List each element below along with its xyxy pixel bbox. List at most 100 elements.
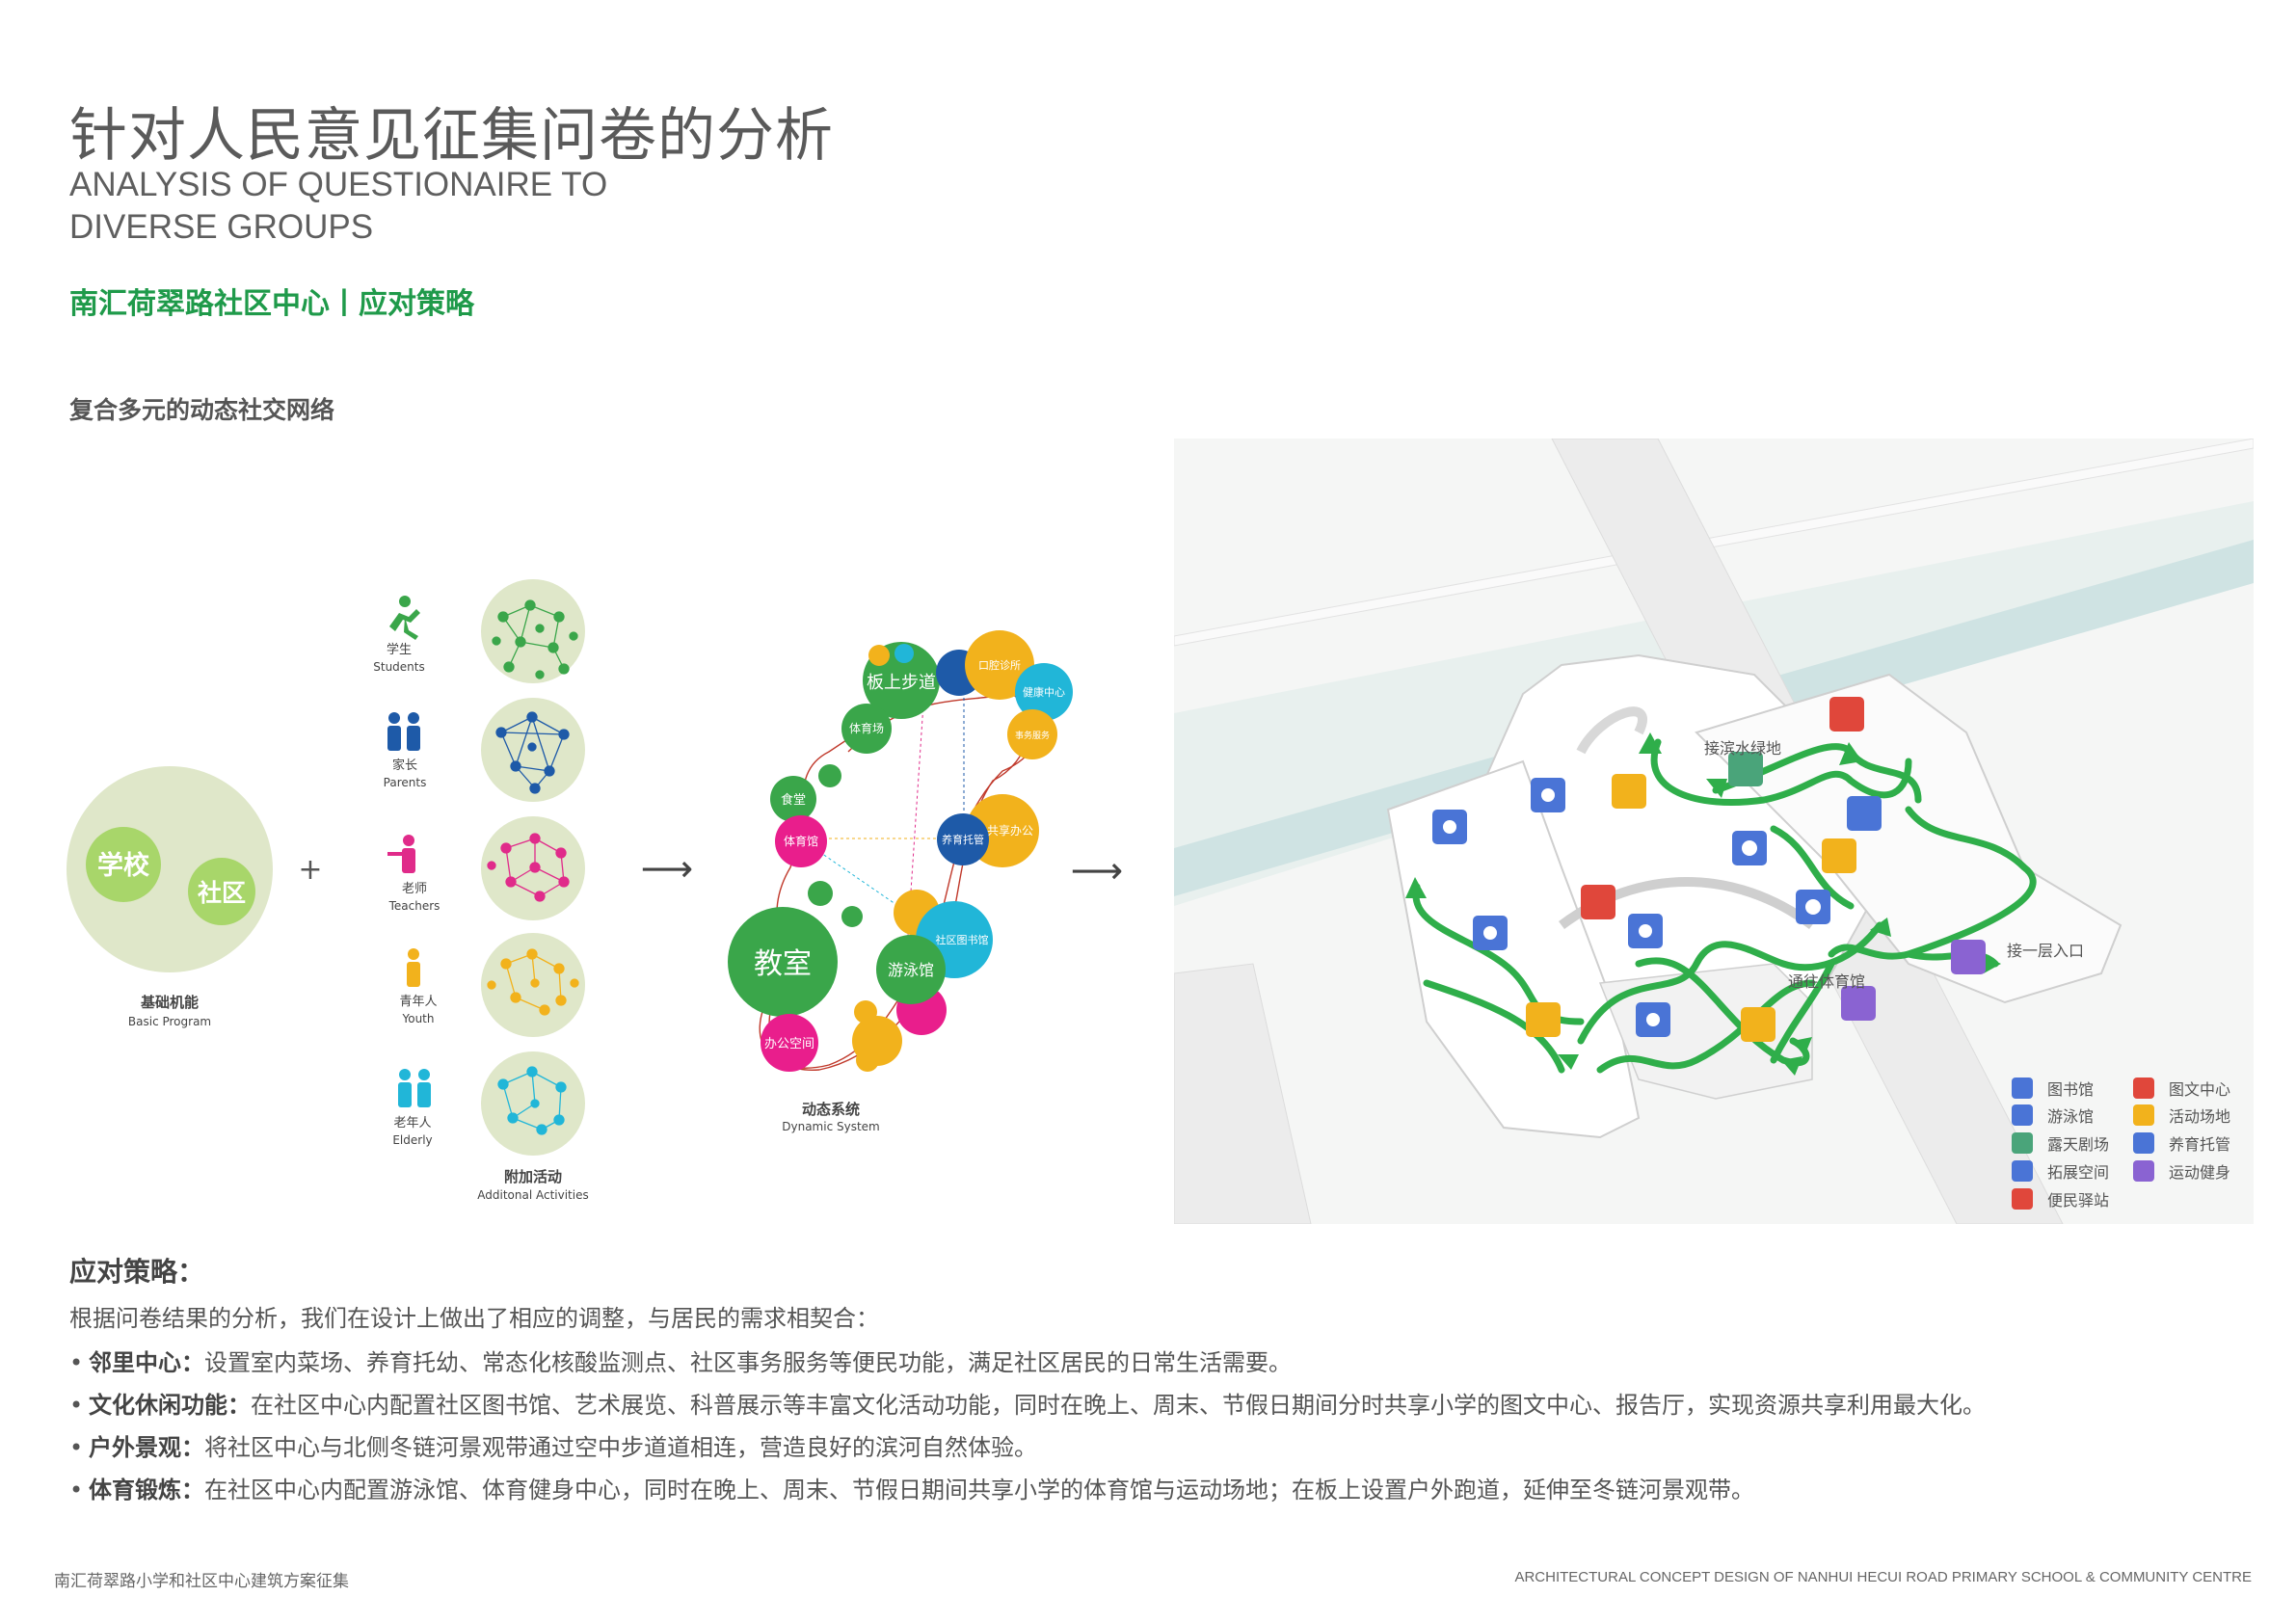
group-teachers: 老师 Teachers: [387, 816, 585, 920]
group-label-cn: 青年人: [399, 995, 437, 1009]
list-item: •体育锻炼：在社区中心内配置游泳馆、体育健身中心，同时在晚上、周末、节假日期间共…: [69, 1477, 1754, 1503]
network-graph: [495, 711, 570, 794]
group-label-en: Youth: [402, 1012, 435, 1025]
additional-label-en: Additonal Activities: [477, 1188, 588, 1202]
school-bubble: [86, 827, 161, 902]
network-graph: [497, 1066, 567, 1135]
arrow-right-icon: ⟶: [641, 847, 693, 890]
map-label-to-gym: 通往体育馆: [1788, 972, 1865, 991]
item-text: 在社区中心内配置社区图书馆、艺术展览、科普展示等丰富文化活动功能，同时在晚上、周…: [251, 1392, 1986, 1419]
legend-label: 图书馆: [2047, 1080, 2094, 1099]
school-bubble-label: 学校: [97, 850, 149, 881]
legend-label: 拓展空间: [2047, 1163, 2109, 1182]
node-dot: [856, 1049, 879, 1072]
group-students: 学生 Students: [373, 579, 585, 683]
item-text: 在社区中心内配置游泳馆、体育健身中心，同时在晚上、周末、节假日期间共享小学的体育…: [204, 1477, 1754, 1503]
node-label: 游泳馆: [888, 961, 934, 979]
link-lines: [799, 674, 965, 965]
node-community-affairs: [1007, 709, 1057, 759]
legend-label: 便民驿站: [2047, 1191, 2109, 1210]
node-label: 健康中心: [1023, 685, 1065, 699]
section-title: 复合多元的动态社交网络: [69, 396, 335, 424]
node-label: 社区图书馆: [936, 933, 989, 946]
strategy-intro: 根据问卷结果的分析，我们在设计上做出了相应的调整，与居民的需求相契合：: [69, 1305, 879, 1332]
node-nursery: [937, 813, 989, 865]
legend-label: 露天剧场: [2047, 1135, 2109, 1154]
legend-swatch: [2133, 1104, 2154, 1126]
plus-sign: +: [298, 853, 322, 887]
legend-label: 运动健身: [2169, 1163, 2230, 1182]
legend-label: 养育托管: [2169, 1135, 2230, 1154]
group-label-cn: 老师: [402, 882, 427, 896]
node-dot: [868, 645, 890, 666]
node-label: 共享办公: [987, 823, 1033, 838]
basic-program-label-cn: 基础机能: [140, 994, 199, 1011]
map-legend: 图书馆 游泳馆 露天剧场 拓展空间 便民驿站 图文中心 活动场地 养育托管 运动…: [2012, 1078, 2230, 1210]
legend-swatch: [2012, 1132, 2033, 1154]
basic-program: 学校 社区 基础机能 Basic Program +: [67, 766, 323, 1028]
node-gym: [775, 815, 827, 867]
node-label: 教室: [754, 947, 812, 981]
user-groups: 学生 Students 家长 Parents: [373, 579, 589, 1202]
service-station-icon[interactable]: [1829, 697, 1864, 732]
dynamic-label-en: Dynamic System: [782, 1120, 879, 1133]
elderly-icon: [398, 1069, 431, 1107]
group-label-en: Students: [373, 660, 425, 674]
node-office: [761, 1014, 818, 1072]
youth-icon: [407, 948, 420, 987]
activity-field-icon[interactable]: [1526, 1002, 1561, 1037]
node-label: 事务服务: [1015, 730, 1050, 741]
node-label: 食堂: [781, 792, 806, 808]
group-youth: 青年人 Youth: [399, 933, 585, 1037]
community-bubble: [188, 858, 255, 925]
subtitle: 南汇荷翠路社区中心丨应对策略: [69, 287, 474, 321]
running-person-icon: [389, 596, 420, 640]
node-health: [1015, 663, 1073, 721]
legend-swatch: [2012, 1160, 2033, 1182]
network-graph: [492, 599, 578, 679]
activity-field-icon[interactable]: [1822, 838, 1856, 873]
dynamic-system: 板上步道 体育场 口腔诊所 健康中心 事务服务 食堂 体育馆 共享办公 养育托管…: [728, 630, 1073, 1133]
legend-label: 游泳馆: [2047, 1107, 2094, 1126]
fitness-icon[interactable]: [1841, 986, 1876, 1021]
group-label-en: Parents: [384, 776, 427, 789]
teacher-icon: [387, 835, 415, 873]
node-dot: [808, 881, 833, 906]
node-dot: [841, 906, 863, 927]
group-elderly: 老年人 Elderly: [392, 1051, 585, 1156]
node-label: 口腔诊所: [978, 658, 1021, 672]
node-label: 养育托管: [942, 833, 984, 846]
family-icon: [387, 712, 420, 751]
title-en-line2: DIVERSE GROUPS: [69, 208, 374, 246]
activity-field-icon[interactable]: [1741, 1007, 1775, 1042]
node-cafeteria: [770, 776, 816, 822]
map-label-waterfront: 接滨水绿地: [1704, 739, 1781, 758]
group-parents: 家长 Parents: [384, 698, 585, 802]
legend-swatch: [2133, 1132, 2154, 1154]
basic-program-label-en: Basic Program: [128, 1015, 211, 1028]
group-label-cn: 老年人: [393, 1116, 431, 1131]
page-title: 针对人民意见征集问卷的分析: [69, 102, 834, 170]
legend-label: 图文中心: [2169, 1080, 2230, 1099]
footer-right: ARCHITECTURAL CONCEPT DESIGN OF NANHUI H…: [1514, 1569, 2252, 1585]
activity-field-icon[interactable]: [1612, 774, 1646, 809]
node-dot: [894, 644, 914, 663]
item-title: 文化休闲功能：: [89, 1392, 251, 1419]
site-map: 接滨水绿地 接一层入口 通往体育馆 图书馆 游泳馆 露天剧场 拓展空间 便民驿站…: [1174, 439, 2254, 1224]
node-label: 板上步道: [867, 673, 936, 693]
node-dot: [854, 1000, 877, 1024]
footer-left: 南汇荷翠路小学和社区中心建筑方案征集: [54, 1572, 349, 1591]
amphitheater-icon[interactable]: [1728, 752, 1763, 786]
title-en-line1: ANALYSIS OF QUESTIONAIRE TO: [69, 166, 608, 203]
node-stadium: [841, 704, 892, 754]
legend-swatch: [2012, 1104, 2033, 1126]
graphic-center-icon[interactable]: [1581, 885, 1615, 919]
node-label: 体育场: [849, 721, 884, 735]
node-classroom: [728, 907, 838, 1017]
strategy-list: •邻里中心：设置室内菜场、养育托幼、常态化核酸监测点、社区事务服务等便民功能，满…: [69, 1342, 1986, 1511]
page-title-english: ANALYSIS OF QUESTIONAIRE TO DIVERSE GROU…: [69, 164, 607, 249]
item-text: 设置室内菜场、养育托幼、常态化核酸监测点、社区事务服务等便民功能，满足社区居民的…: [204, 1349, 1292, 1376]
library-icon[interactable]: [1847, 796, 1882, 831]
fitness-icon[interactable]: [1951, 940, 1986, 974]
